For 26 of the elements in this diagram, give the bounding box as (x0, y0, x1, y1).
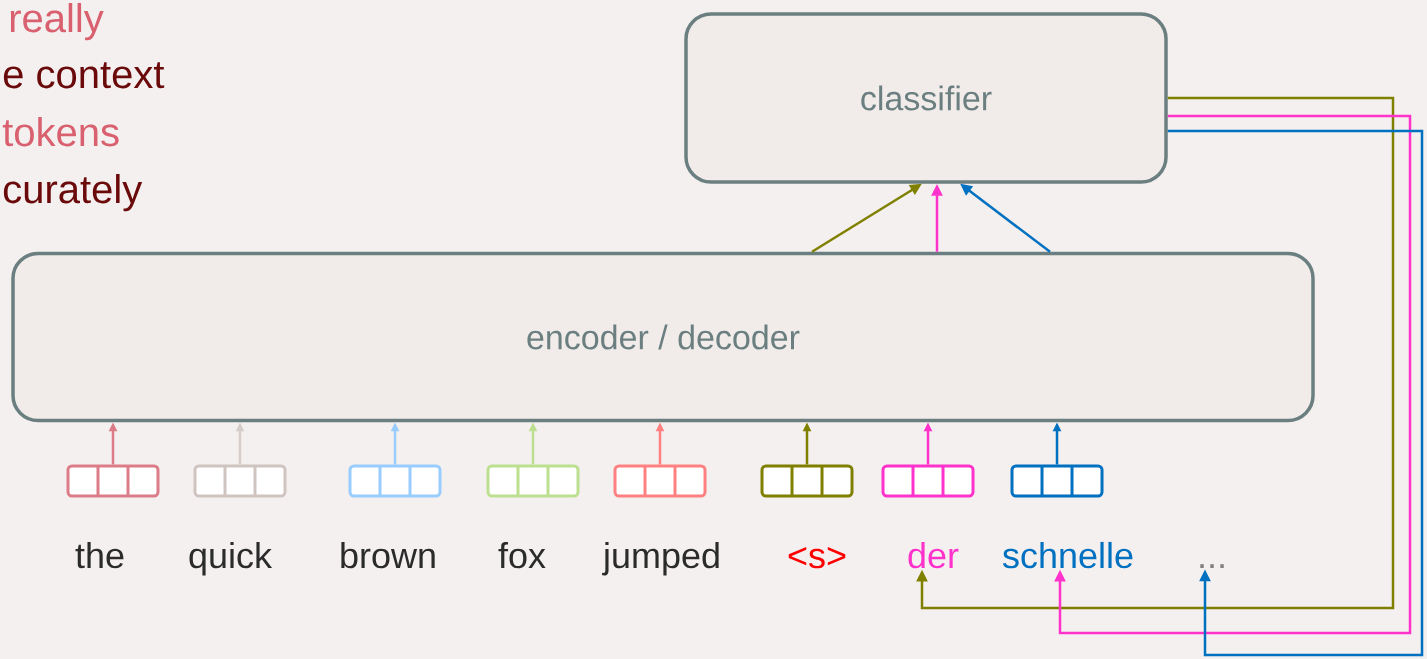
token-word: brown (341, 541, 435, 569)
caption-text: e context (3, 62, 165, 89)
embedding-vector (348, 464, 442, 498)
caption-text: really (10, 3, 104, 41)
arrow (1167, 129, 1424, 657)
token-word: <s> (788, 547, 846, 569)
embedding-vector (486, 464, 580, 498)
classifier-box: classifier (684, 12, 1168, 184)
caption-text: tokens (2, 117, 119, 147)
embedding-vector (760, 464, 854, 498)
token-word: ... (1200, 564, 1224, 568)
embedding-vector (1010, 464, 1104, 498)
embedding-vector (613, 464, 707, 498)
token-word: jumped (602, 541, 719, 576)
token-word: fox (498, 541, 546, 569)
arrow (916, 96, 1395, 610)
caption-text: curately (3, 174, 143, 212)
embedding-vector (881, 464, 975, 498)
embedding-vector (66, 464, 160, 498)
token-word: the (75, 541, 124, 569)
token-word: quick (189, 541, 273, 576)
token-word: schnelle (1002, 541, 1133, 569)
token-word: der (908, 541, 959, 569)
encoder-decoder-box: encoder / decoder (11, 251, 1315, 423)
embedding-vector (193, 464, 287, 498)
arrow (1054, 114, 1412, 635)
